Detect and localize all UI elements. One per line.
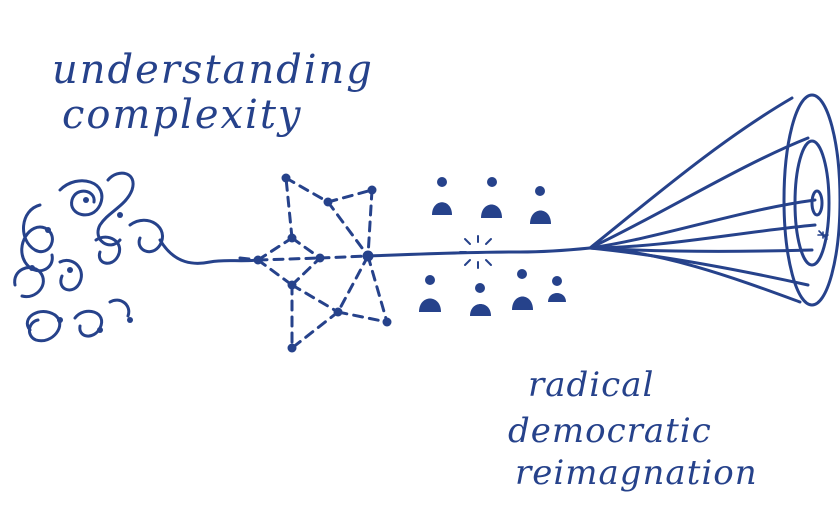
person-icon bbox=[470, 283, 491, 316]
person-icon bbox=[512, 269, 533, 310]
person-icon bbox=[419, 275, 441, 312]
network-edges bbox=[238, 176, 389, 350]
spark-icon bbox=[459, 235, 497, 269]
title-line-1: understanding bbox=[52, 47, 374, 93]
person-icon bbox=[530, 186, 551, 224]
network-nodes bbox=[253, 173, 392, 353]
tangled-mess-dots bbox=[29, 197, 133, 333]
outcome-line-3: reimagnation bbox=[515, 453, 758, 493]
outcome-line-2: democratic bbox=[508, 411, 712, 451]
person-icon bbox=[432, 177, 452, 215]
connector-line bbox=[366, 246, 592, 258]
tangled-mess-scribble bbox=[13, 171, 260, 343]
person-icon bbox=[481, 177, 502, 218]
expanding-cone bbox=[588, 93, 840, 307]
outcome-line-1: radical bbox=[528, 365, 655, 405]
people-group bbox=[419, 177, 566, 316]
title-line-2: complexity bbox=[62, 92, 303, 138]
network-graph bbox=[238, 173, 392, 353]
person-icon bbox=[548, 276, 566, 302]
